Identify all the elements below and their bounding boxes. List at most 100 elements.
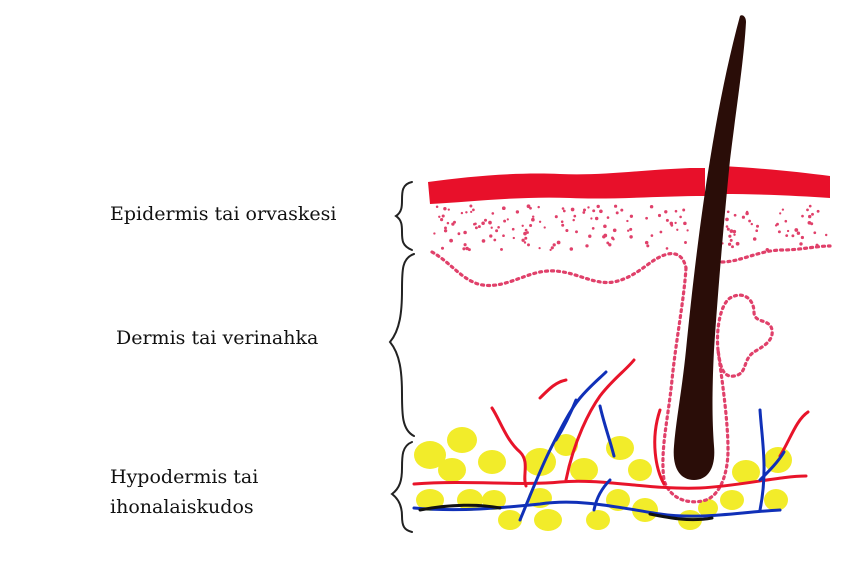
fat-cell [478, 450, 506, 474]
fat-cell [570, 458, 598, 482]
epidermis-dot [561, 224, 564, 227]
epidermis-dot [583, 208, 586, 211]
epidermis-dot [502, 206, 506, 210]
epidermis-dot [513, 237, 515, 239]
fat-cell [498, 510, 522, 530]
epidermis-dot [442, 214, 445, 217]
epidermis-dot [436, 206, 439, 209]
epidermis-dot [475, 226, 478, 229]
hypodermis-bracket [392, 442, 412, 532]
epidermis-dot [730, 239, 733, 242]
epidermis-dot [611, 237, 614, 240]
epidermis-dot [478, 225, 481, 228]
epidermis-dot [585, 244, 588, 247]
epidermis-dot [555, 215, 558, 218]
epidermis-dot [587, 206, 589, 208]
epidermis-dot [674, 222, 676, 224]
epidermis-dot [811, 213, 814, 216]
epidermis-dot [629, 235, 632, 238]
epidermis-dot [809, 205, 812, 208]
epidermis-dot [465, 247, 468, 250]
epidermis-dot [801, 215, 804, 218]
epidermis-dot [733, 233, 735, 235]
epidermis-dot [469, 205, 472, 208]
hair-shaft [674, 15, 746, 480]
hypodermis-label-line2: ihonalaiskudos [110, 495, 254, 519]
epidermis-dot [562, 207, 565, 210]
epidermis-dot [521, 239, 524, 242]
fat-cell [586, 510, 610, 530]
epidermis-dot [599, 209, 603, 213]
epidermis-dot [782, 208, 784, 210]
epidermis-dot [794, 228, 798, 232]
epidermis-dot [825, 234, 827, 236]
epidermis-dot [646, 244, 649, 247]
epidermis-dot [493, 239, 496, 242]
epidermis-dot [563, 210, 566, 213]
epidermis-dot [500, 248, 503, 251]
epidermis-label: Epidermis tai orvaskesi [110, 202, 336, 226]
epidermis-dot [626, 220, 628, 222]
epidermis-dot [527, 243, 530, 246]
fat-cell [534, 509, 562, 531]
epidermis-dot [755, 229, 758, 232]
epidermis-dot [473, 223, 476, 226]
epidermis-dot [523, 232, 527, 236]
epidermis-dot [595, 217, 598, 220]
epidermis-dot [733, 230, 736, 233]
epidermis-dot [529, 224, 532, 227]
epidermis-dot [658, 214, 661, 217]
epidermis-dot [645, 241, 649, 245]
epidermis-dot [438, 216, 440, 218]
epidermis-dot [484, 219, 487, 222]
epidermis-dot [730, 229, 734, 233]
epidermis-dot [791, 234, 794, 237]
epidermis-dot [433, 232, 435, 234]
epidermis-dot [776, 223, 779, 226]
epidermis-dot [806, 209, 809, 212]
epidermis-dot [592, 209, 595, 212]
epidermis-dot [728, 243, 731, 246]
epidermis-dot [799, 242, 802, 245]
fat-cell [438, 458, 466, 482]
epidermis-dot [444, 229, 447, 232]
epidermis-dot [565, 229, 568, 232]
epidermis-dot [801, 236, 804, 239]
fat-cells [414, 427, 792, 531]
epidermis-dot [614, 205, 617, 208]
epidermis-dot [507, 218, 509, 220]
epidermis-dot [472, 209, 475, 212]
epidermis-dot [682, 209, 685, 212]
epidermis-dot [785, 220, 788, 223]
epidermis-dot [453, 221, 456, 224]
epidermis-dot [620, 209, 623, 212]
epidermis-dot [751, 223, 753, 225]
epidermis-dot [557, 241, 561, 245]
epidermis-dot [522, 225, 524, 227]
epidermis-dot [810, 222, 813, 225]
epidermis-dot [683, 222, 687, 226]
epidermis-dot [524, 241, 526, 243]
epidermis-dot [544, 226, 546, 228]
epidermis-dot [532, 215, 534, 217]
epidermis-dot [449, 239, 453, 243]
dermis-bracket [390, 254, 414, 436]
epidermis-dot [588, 235, 591, 238]
epidermis-dot [488, 221, 492, 225]
epidermis-dot [458, 232, 461, 235]
epidermis-dot [527, 204, 531, 208]
epidermis-dot [502, 234, 505, 237]
epidermis-dot [592, 227, 595, 230]
epidermis-dot [441, 247, 444, 250]
epidermis-dot [808, 215, 811, 218]
epidermis-dot [650, 205, 653, 208]
hypodermis-label-line1: Hypodermis tai [110, 465, 258, 489]
epidermis-dot [779, 212, 781, 214]
epidermis-dot [573, 215, 576, 218]
epidermis-dot [745, 212, 748, 215]
epidermis-dot [726, 225, 729, 228]
epidermis-dot [531, 218, 535, 222]
epidermis-dot [651, 234, 654, 237]
epidermis-dot [608, 243, 611, 246]
fat-cell [628, 459, 652, 481]
